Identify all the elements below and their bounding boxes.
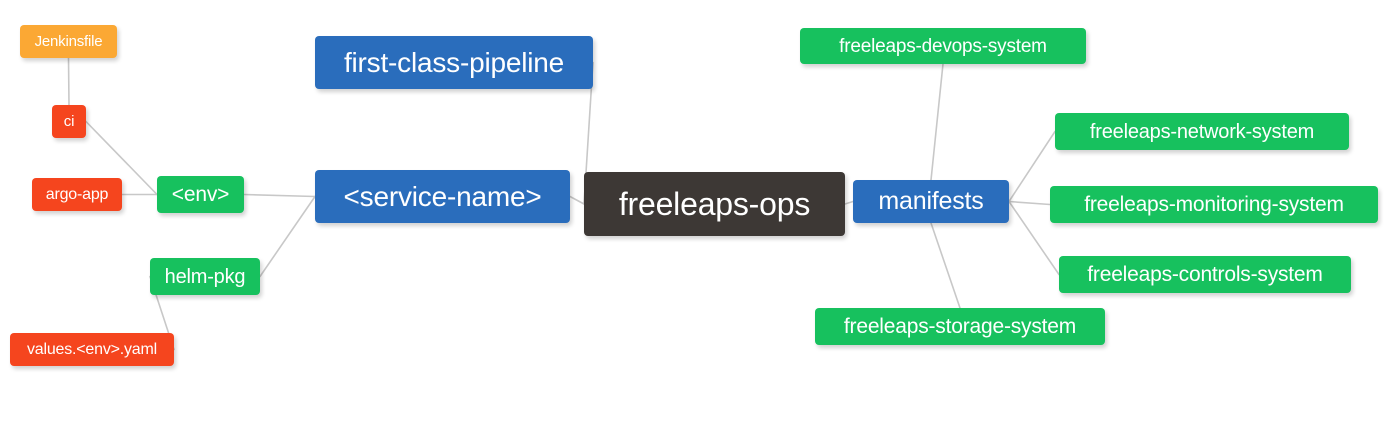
mindmap-node-env[interactable]: <env> — [157, 176, 244, 213]
edge-manifests-to-devops — [930, 63, 944, 181]
edge-manifests-to-storage — [930, 222, 961, 309]
mindmap-node-jenkinsfile[interactable]: Jenkinsfile — [20, 25, 117, 58]
mindmap-node-controls[interactable]: freeleaps-controls-system — [1059, 256, 1351, 293]
edge-manifests-to-monitoring — [1008, 200, 1051, 206]
mindmap-node-ci[interactable]: ci — [52, 105, 86, 138]
edge-root-to-service-name — [569, 195, 585, 205]
edge-root-to-manifests — [844, 200, 854, 205]
mindmap-node-values-yaml[interactable]: values.<env>.yaml — [10, 333, 174, 366]
mindmap-node-devops[interactable]: freeleaps-devops-system — [800, 28, 1086, 64]
mindmap-node-service-name[interactable]: <service-name> — [315, 170, 570, 223]
mindmap-node-storage[interactable]: freeleaps-storage-system — [815, 308, 1105, 345]
mindmap-node-manifests[interactable]: manifests — [853, 180, 1009, 223]
edge-manifests-to-network — [1008, 130, 1056, 203]
mindmap-node-pipeline[interactable]: first-class-pipeline — [315, 36, 593, 89]
mindmap-node-root[interactable]: freeleaps-ops — [584, 172, 845, 236]
edge-service-name-to-helm-pkg — [259, 195, 316, 278]
mindmap-node-network[interactable]: freeleaps-network-system — [1055, 113, 1349, 150]
mindmap-node-monitoring[interactable]: freeleaps-monitoring-system — [1050, 186, 1378, 223]
mindmap-node-argo-app[interactable]: argo-app — [32, 178, 122, 211]
edge-ci-to-jenkinsfile — [67, 57, 70, 106]
edge-service-name-to-env — [243, 193, 316, 198]
mindmap-node-helm-pkg[interactable]: helm-pkg — [150, 258, 260, 295]
